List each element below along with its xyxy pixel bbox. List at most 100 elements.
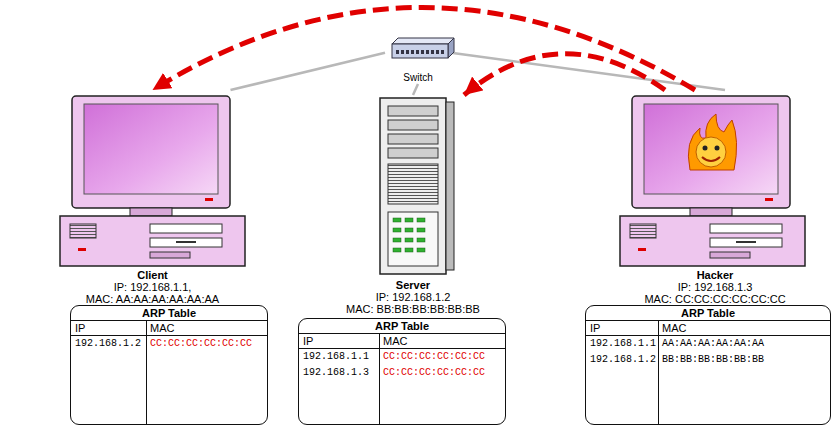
table-row: 192.168.1.2CC:CC:CC:CC:CC:CC	[71, 336, 267, 352]
node-labels: ServerIP: 192.168.1.2MAC: BB:BB:BB:BB:BB…	[328, 279, 498, 315]
illustration-part	[702, 157, 720, 161]
computer-node: ServerIP: 192.168.1.2MAC: BB:BB:BB:BB:BB…	[328, 95, 498, 315]
illustration-part	[392, 38, 454, 44]
illustration-part	[405, 248, 413, 252]
node-labels: ClientIP: 192.168.1.1,MAC: AA:AA:AA:AA:A…	[55, 269, 250, 305]
illustration-part	[380, 98, 446, 274]
illustration-part	[417, 238, 425, 242]
column-header: MAC	[146, 321, 267, 335]
node-address: MAC: CC:CC:CC:CC:CC:CC	[615, 293, 815, 305]
ip-cell: 192.168.1.1	[299, 349, 379, 365]
column-header: IP	[586, 321, 658, 335]
table-title: ARP Table	[299, 319, 505, 334]
node-address: MAC: BB:BB:BB:BB:BB:BB	[328, 303, 498, 315]
column-header: IP	[71, 321, 146, 335]
illustration-part	[405, 218, 413, 222]
column-header: IP	[299, 334, 379, 348]
table-row: IPMAC	[299, 334, 505, 349]
illustration-part	[393, 218, 425, 252]
node-labels: HackerIP: 192.168.1.3MAC: CC:CC:CC:CC:CC…	[615, 269, 815, 305]
table-divider	[658, 321, 659, 424]
mac-cell: BB:BB:BB:BB:BB:BB	[658, 352, 830, 368]
server-tower	[380, 98, 454, 274]
illustration-part	[388, 134, 438, 144]
table-body: IPMAC192.168.1.1CC:CC:CC:CC:CC:CC192.168…	[299, 334, 505, 424]
table-row: IPMAC	[71, 321, 267, 336]
table-row: 192.168.1.2BB:BB:BB:BB:BB:BB	[586, 352, 830, 368]
column-header: MAC	[379, 334, 505, 348]
illustration-part	[393, 218, 401, 222]
node-name: Switch	[385, 72, 451, 84]
spoofed-arp-arrow	[464, 54, 665, 95]
node-name: Server	[328, 279, 498, 291]
mac-cell: CC:CC:CC:CC:CC:CC	[146, 336, 267, 352]
illustration-part	[401, 50, 404, 54]
table-divider	[379, 334, 380, 424]
ip-cell: 192.168.1.1	[586, 336, 658, 352]
illustration-part	[446, 102, 454, 270]
illustration-part	[431, 50, 434, 54]
table-title: ARP Table	[71, 306, 267, 321]
table-body: IPMAC192.168.1.1AA:AA:AA:AA:AA:AA192.168…	[586, 321, 830, 424]
node-name: Client	[55, 269, 250, 281]
illustration-part	[688, 114, 736, 170]
illustration-part	[436, 50, 439, 54]
table-row: 192.168.1.1AA:AA:AA:AA:AA:AA	[586, 336, 830, 352]
illustration-part	[416, 50, 419, 54]
illustration-part	[421, 50, 424, 54]
illustration-part	[703, 146, 708, 151]
illustration-part	[393, 238, 401, 242]
illustration-part	[396, 50, 444, 54]
switch-node: Switch	[385, 36, 451, 84]
illustration-part	[388, 120, 438, 130]
illustration-part	[393, 248, 401, 252]
illustration-part	[696, 137, 726, 167]
network-cable	[413, 84, 418, 95]
illustration-part	[406, 50, 409, 54]
illustration-part	[405, 238, 413, 242]
table-divider	[146, 321, 147, 424]
node-address: IP: 192.168.1.3	[615, 281, 815, 293]
table-row: 192.168.1.1CC:CC:CC:CC:CC:CC	[299, 349, 505, 365]
illustration-part	[393, 228, 401, 232]
table-title: ARP Table	[586, 306, 830, 321]
node-address: IP: 192.168.1.1,	[55, 281, 250, 293]
hacker-flame-face	[688, 114, 736, 170]
illustration-part	[388, 106, 438, 116]
illustration-part	[417, 228, 425, 232]
table-row: 192.168.1.3CC:CC:CC:CC:CC:CC	[299, 365, 505, 381]
table-row: IPMAC	[586, 321, 830, 336]
illustration-part	[426, 50, 429, 54]
illustration-part	[448, 38, 454, 58]
illustration-part	[388, 148, 438, 158]
computer-node: ClientIP: 192.168.1.1,MAC: AA:AA:AA:AA:A…	[55, 90, 250, 305]
illustration-part	[405, 228, 413, 232]
mac-cell: CC:CC:CC:CC:CC:CC	[379, 349, 505, 365]
illustration-part	[715, 146, 720, 151]
illustration-part	[392, 44, 448, 58]
illustration-part	[417, 218, 425, 222]
column-header: MAC	[658, 321, 830, 335]
illustration-part	[411, 50, 414, 54]
node-address: IP: 192.168.1.2	[328, 291, 498, 303]
hacker-computer	[620, 96, 805, 266]
arp-table: ARP TableIPMAC192.168.1.1CC:CC:CC:CC:CC:…	[298, 318, 506, 425]
node-address: MAC: AA:AA:AA:AA:AA:AA	[55, 293, 250, 305]
ip-cell: 192.168.1.2	[586, 352, 658, 368]
switch-icon	[392, 38, 454, 58]
ip-cell: 192.168.1.2	[71, 336, 146, 352]
mac-cell: AA:AA:AA:AA:AA:AA	[658, 336, 830, 352]
illustration-part	[441, 50, 444, 54]
network-cable	[231, 53, 386, 90]
table-body: IPMAC192.168.1.2CC:CC:CC:CC:CC:CC	[71, 321, 267, 424]
illustration-part	[388, 164, 438, 204]
mac-cell: CC:CC:CC:CC:CC:CC	[379, 365, 505, 381]
node-labels: Switch	[385, 72, 451, 84]
arp-table: ARP TableIPMAC192.168.1.2CC:CC:CC:CC:CC:…	[70, 305, 268, 425]
spoofed-arp-arrow	[153, 8, 696, 91]
arp-table: ARP TableIPMAC192.168.1.1AA:AA:AA:AA:AA:…	[585, 305, 831, 425]
ip-cell: 192.168.1.3	[299, 365, 379, 381]
illustration-part	[417, 248, 425, 252]
client-computer	[60, 96, 245, 266]
